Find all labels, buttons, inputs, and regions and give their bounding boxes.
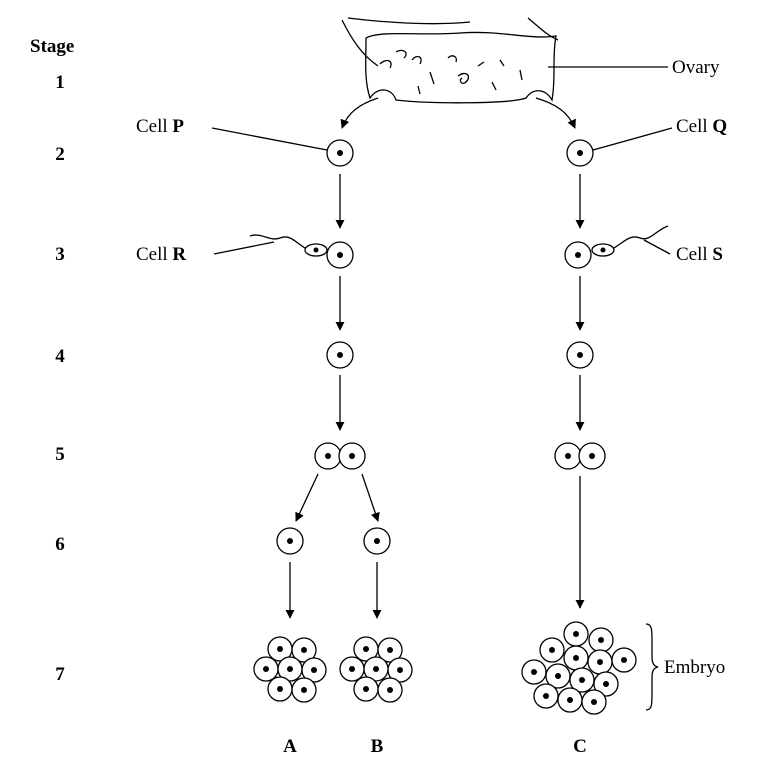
- embryo-brace: [645, 623, 659, 711]
- zygote-left: [326, 341, 354, 369]
- cell-q: [566, 139, 594, 167]
- embryo-c: [521, 621, 637, 715]
- label-a: A: [283, 736, 297, 757]
- two-cell-right: [554, 442, 606, 470]
- stage-number-2: 2: [55, 144, 65, 165]
- two-cell-left: [314, 442, 366, 470]
- embryo-label: Embryo: [664, 657, 725, 678]
- label-c: C: [573, 736, 587, 757]
- cell-p-label: Cell P: [136, 116, 184, 137]
- separated-cell-b: [363, 527, 391, 555]
- cell-p: [326, 139, 354, 167]
- cell-r-label: Cell R: [136, 244, 186, 265]
- embryo-a: [253, 636, 327, 703]
- stage-number-6: 6: [55, 534, 65, 555]
- label-b: B: [371, 736, 384, 757]
- stage-number-1: 1: [55, 72, 65, 93]
- cell-s-label: Cell S: [676, 244, 723, 265]
- ovary-label: Ovary: [672, 57, 720, 78]
- arrow-ovary-to-q: [535, 97, 576, 129]
- arrow-ovary-to-p: [340, 97, 379, 129]
- stage-number-5: 5: [55, 444, 65, 465]
- arrow-split-to-b: [361, 473, 380, 522]
- embryo-b: [339, 636, 413, 703]
- cell-q-label: Cell Q: [676, 116, 727, 137]
- fertilisation-right: [564, 225, 669, 269]
- arrow-split-to-a: [295, 473, 319, 522]
- stage-heading: Stage: [30, 36, 74, 57]
- ovary-drawing: [341, 17, 668, 104]
- stage-number-7: 7: [55, 664, 65, 685]
- separated-cell-a: [276, 527, 304, 555]
- stage-number-3: 3: [55, 244, 65, 265]
- fertilisation-left: [249, 234, 354, 269]
- stage-number-4: 4: [55, 346, 65, 367]
- zygote-right: [566, 341, 594, 369]
